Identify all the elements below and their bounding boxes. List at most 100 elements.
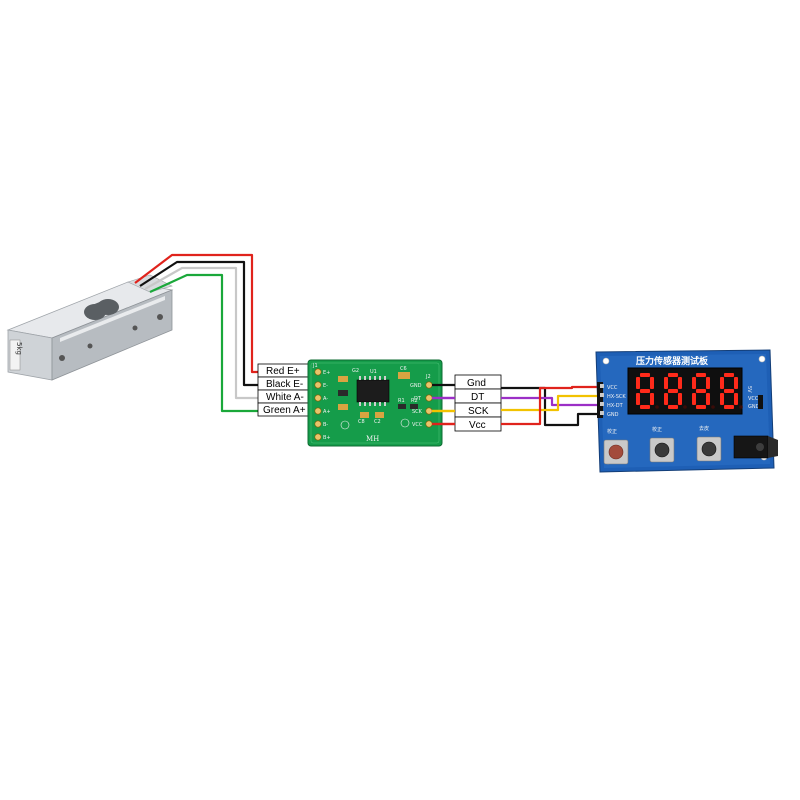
digit-segment-f	[636, 377, 640, 389]
silk-e-minus: E-	[323, 383, 328, 389]
input-label-text: Black E-	[266, 379, 303, 390]
digits-layer	[636, 373, 743, 409]
wire-vcc-red-run	[501, 385, 600, 426]
output-label-vcc: Vcc	[454, 416, 502, 432]
wire-green	[149, 273, 320, 413]
power-label-gnd: GND	[748, 404, 760, 410]
digit-segment-e	[636, 393, 640, 405]
input-label-black: Black E-	[257, 376, 311, 391]
digit-segment-a	[640, 373, 650, 377]
power-label-vcc: VCC	[748, 396, 759, 402]
hx711-board: E+ E- A- A+ B- B+ J1 U1	[307, 359, 443, 447]
silk-b-plus: B+	[323, 435, 331, 441]
hx711-chip: U1	[356, 369, 390, 406]
silk-a-plus: A+	[323, 409, 331, 415]
wire-dt-purple-run	[501, 396, 600, 407]
display-pin-vcc: VCC	[607, 385, 618, 391]
button-1-label: 校正	[607, 428, 617, 435]
display-module-title: 压力传感器测试板	[636, 355, 709, 367]
input-label-green: Green A+	[257, 402, 311, 417]
digit-segment-g	[724, 389, 734, 393]
digit-3	[692, 373, 715, 409]
digit-segment-e	[664, 393, 668, 405]
silk-g2: G2	[352, 368, 359, 374]
digit-segment-d	[724, 405, 734, 409]
digit-segment-a	[724, 373, 734, 377]
output-label-text: SCK	[468, 406, 489, 417]
output-label-text: Gnd	[467, 378, 486, 389]
output-label-dt: DT	[454, 388, 502, 404]
digit-decimal-point	[683, 405, 687, 409]
digit-4	[720, 373, 743, 409]
silk-vcc: VCC	[412, 422, 423, 428]
input-label-red: Red E+	[257, 363, 311, 378]
digit-segment-g	[696, 389, 706, 393]
button-3-label: 去皮	[699, 425, 709, 432]
digit-decimal-point	[655, 405, 659, 409]
silk-c2: C2	[374, 419, 381, 425]
digit-segment-c	[650, 393, 654, 405]
display-power-labels: 5V VCC GND	[746, 386, 763, 410]
silk-a-minus: A-	[323, 396, 328, 402]
load-cell-rating: 5kg	[15, 342, 23, 355]
load-cell: 5kg	[6, 274, 174, 381]
digit-decimal-point	[711, 405, 715, 409]
input-label-text: Green A+	[263, 405, 306, 416]
digit-2	[664, 373, 687, 409]
digit-segment-d	[696, 405, 706, 409]
silk-ic-label: U1	[370, 369, 377, 375]
button-1-cap[interactable]	[608, 444, 624, 460]
silk-b-minus: B-	[323, 422, 328, 428]
digit-decimal-point	[739, 405, 743, 409]
hx711-brand: MH	[366, 435, 379, 443]
digit-segment-d	[668, 405, 678, 409]
digit-1	[636, 373, 659, 409]
display-pin-dt: HX-DT	[607, 403, 624, 409]
digit-segment-c	[706, 393, 710, 405]
silk-c6: C6	[400, 366, 407, 372]
silk-sck: SCK	[412, 409, 423, 415]
digit-segment-g	[640, 389, 650, 393]
button-2-cap[interactable]	[654, 442, 670, 458]
input-label-text: White A-	[266, 392, 304, 403]
button-3[interactable]: 去皮	[696, 425, 722, 462]
digit-segment-b	[678, 377, 682, 389]
digit-segment-b	[734, 377, 738, 389]
output-label-gnd: Gnd	[454, 374, 502, 390]
display-pin-gnd: GND	[607, 412, 619, 418]
silk-c8: C8	[358, 419, 365, 425]
output-label-sck: SCK	[454, 402, 502, 418]
hx711-left-header: E+ E- A- A+ B- B+ J1	[312, 363, 331, 441]
button-1[interactable]: 校正	[603, 428, 629, 465]
silk-gnd: GND	[410, 383, 422, 389]
input-label-text: Red E+	[266, 366, 300, 377]
digit-segment-b	[650, 377, 654, 389]
output-label-text: Vcc	[469, 420, 486, 431]
display-module: 压力传感器测试板 VCC HX-SCK HX-DT GND 5V VCC GND	[595, 349, 778, 473]
silk-dt: DT	[414, 396, 422, 402]
button-2[interactable]: 校正	[649, 426, 675, 463]
hx711-output-labels: Gnd DT SCK Vcc	[454, 374, 502, 432]
silk-r2: R2	[411, 398, 418, 404]
digit-segment-g	[668, 389, 678, 393]
digit-segment-f	[692, 377, 696, 389]
button-3-cap[interactable]	[701, 441, 717, 457]
silk-j1: J1	[312, 363, 318, 369]
wire-gnd-black-run	[501, 386, 600, 427]
silk-e-plus: E+	[323, 370, 330, 376]
silk-r1: R1	[398, 398, 405, 404]
hx711-input-labels: Red E+ Black E- White A- Green A+	[257, 363, 311, 417]
digit-segment-a	[696, 373, 706, 377]
wire-sck-yellow-run	[501, 394, 600, 412]
digit-segment-e	[720, 393, 724, 405]
power-label-5v: 5V	[746, 386, 752, 393]
silk-j2: J2	[425, 374, 431, 380]
digit-segment-b	[706, 377, 710, 389]
input-label-white: White A-	[257, 389, 311, 404]
display-pin-header: VCC HX-SCK HX-DT GND	[597, 382, 626, 418]
dc-power-jack	[733, 435, 778, 459]
hx711-right-header: GND DT SCK VCC J2	[410, 374, 433, 428]
output-wire-stubs	[432, 383, 455, 426]
display-pin-sck: HX-SCK	[607, 394, 626, 400]
